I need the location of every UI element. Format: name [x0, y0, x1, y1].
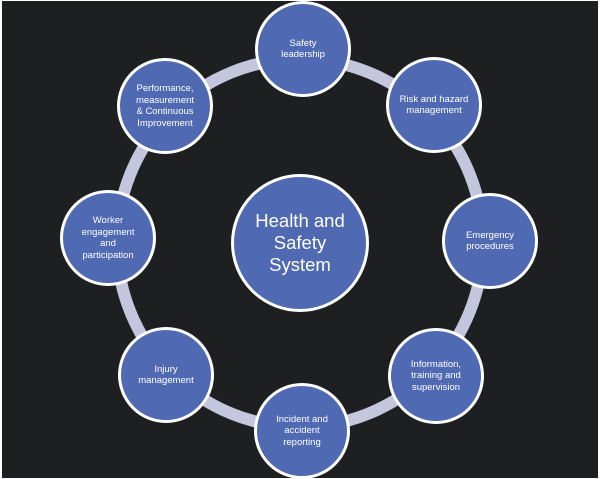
node-label: Performance, measurement & Continuous Im…: [135, 83, 195, 129]
center-node-label: Health and Safety System: [255, 210, 345, 275]
node-safety-leadership: Safety leadership: [255, 1, 351, 97]
node-information-training-supervision: Information, training and supervision: [388, 328, 484, 424]
node-incident-and-accident-reporting: Incident and accident reporting: [254, 383, 350, 479]
node-label: Injury management: [138, 363, 194, 387]
node-worker-engagement-and-participation: Worker engagement and participation: [60, 190, 156, 286]
node-emergency-procedures: Emergency procedures: [442, 193, 538, 289]
node-risk-and-hazard-management: Risk and hazard management: [386, 57, 482, 153]
node-label: Safety leadership: [281, 37, 325, 61]
center-node-health-and-safety-system: Health and Safety System: [231, 174, 369, 312]
node-label: Worker engagement and participation: [81, 215, 135, 261]
node-label: Emergency procedures: [465, 229, 515, 253]
node-performance-measurement-continuous-improvement: Performance, measurement & Continuous Im…: [117, 58, 213, 154]
node-injury-management: Injury management: [118, 327, 214, 423]
node-label: Information, training and supervision: [410, 358, 462, 393]
node-label: Incident and accident reporting: [276, 413, 328, 448]
node-label: Risk and hazard management: [399, 93, 469, 117]
